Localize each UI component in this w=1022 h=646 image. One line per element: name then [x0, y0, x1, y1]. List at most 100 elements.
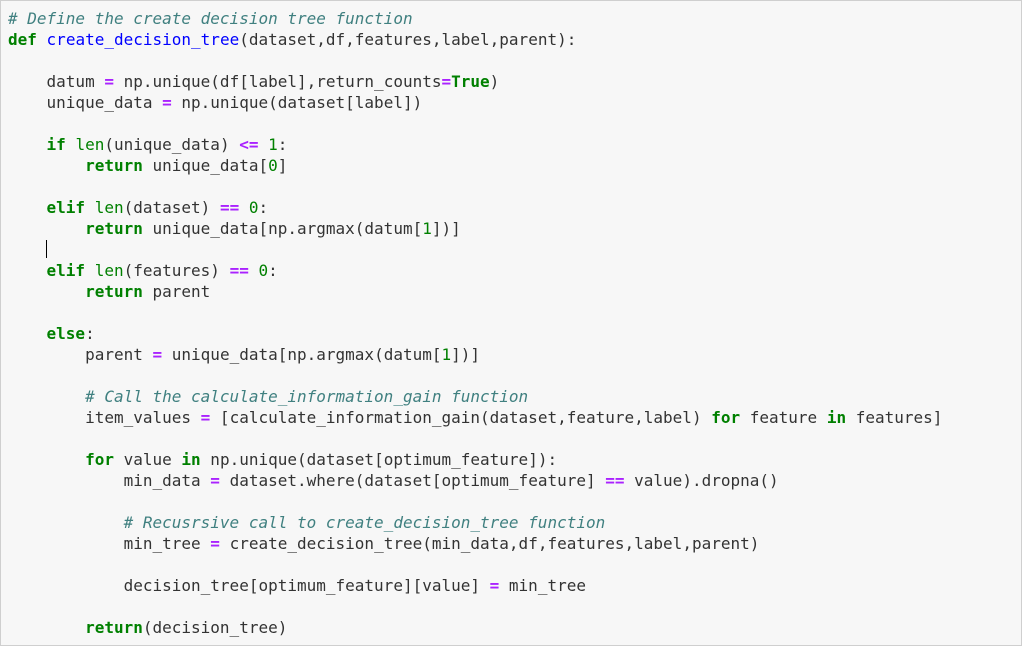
code-text: dataset.where(dataset[optimum_feature] — [219, 471, 606, 490]
code-text: (features) — [123, 261, 230, 280]
operator: == — [605, 471, 625, 490]
code-text: parent — [142, 282, 211, 301]
code-line-8: return unique_data[0] — [8, 155, 942, 176]
number: 0 — [268, 156, 278, 175]
code-editor[interactable]: # Define the create decision tree functi… — [8, 8, 942, 638]
code-text: (decision_tree) — [142, 618, 288, 637]
code-line-22: for value in np.unique(dataset[optimum_f… — [8, 449, 942, 470]
builtin: len — [94, 198, 124, 217]
operator: = — [210, 534, 220, 553]
keyword: for — [85, 450, 114, 469]
keyword: return — [85, 282, 143, 301]
code-text: ])] — [451, 345, 481, 364]
code-text: decision_tree[optimum_feature][value] — [123, 576, 490, 595]
operator: = — [489, 576, 500, 595]
code-line-6 — [8, 113, 942, 134]
code-line-29 — [8, 596, 942, 617]
code-text: : — [268, 261, 278, 280]
code-text: unique_data[np.argmax(datum[ — [162, 345, 442, 364]
builtin: len — [75, 135, 105, 154]
code-text: : — [277, 135, 288, 154]
code-line-5: unique_data = np.unique(dataset[label]) — [8, 92, 942, 113]
code-line-2: def create_decision_tree(dataset,df,feat… — [8, 29, 942, 50]
code-line-11: return unique_data[np.argmax(datum[1])] — [8, 218, 942, 239]
code-line-23: min_data = dataset.where(dataset[optimum… — [8, 470, 942, 491]
operator: <= — [239, 135, 259, 154]
number: 0 — [258, 261, 269, 280]
code-text: : — [85, 324, 95, 343]
operator: == — [229, 261, 249, 280]
keyword: else — [46, 324, 86, 343]
comment: # Recusrsive call to create_decision_tre… — [123, 513, 606, 532]
code-text: unique_data[ — [142, 156, 269, 175]
keyword: return — [85, 219, 143, 238]
code-line-15 — [8, 302, 942, 323]
code-line-12 — [8, 239, 942, 260]
code-text: create_decision_tree(min_data,df,feature… — [219, 534, 760, 553]
operator: == — [219, 198, 240, 217]
code-line-4: datum = np.unique(df[label],return_count… — [8, 71, 942, 92]
code-text: min_data — [123, 471, 211, 490]
code-line-20: item_values = [calculate_information_gai… — [8, 407, 942, 428]
keyword: def — [8, 30, 37, 49]
number: 1 — [441, 345, 452, 364]
text-cursor — [46, 240, 47, 258]
operator: = — [152, 345, 163, 364]
comment: # Call the calculate_information_gain fu… — [85, 387, 529, 406]
code-line-16: else: — [8, 323, 942, 344]
code-line-13: elif len(features) == 0: — [8, 260, 942, 281]
code-text: np.unique(dataset[optimum_feature]): — [200, 450, 558, 469]
code-line-28: decision_tree[optimum_feature][value] = … — [8, 575, 942, 596]
code-text: datum — [46, 72, 105, 91]
code-line-24 — [8, 491, 942, 512]
comment: # Define the create decision tree functi… — [8, 9, 413, 28]
code-line-30: return(decision_tree) — [8, 617, 942, 638]
code-line-26: min_tree = create_decision_tree(min_data… — [8, 533, 942, 554]
code-line-9 — [8, 176, 942, 197]
code-line-10: elif len(dataset) == 0: — [8, 197, 942, 218]
keyword: True — [451, 72, 490, 91]
code-text: unique_data[np.argmax(datum[ — [142, 219, 423, 238]
code-text: unique_data — [46, 93, 163, 112]
number: 1 — [422, 219, 432, 238]
code-text: (dataset) — [123, 198, 220, 217]
code-line-27 — [8, 554, 942, 575]
code-line-14: return parent — [8, 281, 942, 302]
code-text: feature — [740, 408, 827, 427]
operator: = — [210, 471, 220, 490]
code-text: min_tree — [499, 576, 586, 595]
code-text: ) — [489, 72, 500, 91]
keyword: in — [826, 408, 847, 427]
function-name: create_decision_tree — [46, 30, 240, 49]
code-text: value).dropna() — [624, 471, 779, 490]
code-text: [calculate_information_gain(dataset,feat… — [210, 408, 712, 427]
code-line-21 — [8, 428, 942, 449]
operator: = — [104, 72, 114, 91]
keyword: elif — [46, 198, 86, 217]
builtin: len — [94, 261, 124, 280]
code-text: min_tree — [123, 534, 211, 553]
code-text: (unique_data) — [104, 135, 240, 154]
code-line-19: # Call the calculate_information_gain fu… — [8, 386, 942, 407]
number: 1 — [268, 135, 278, 154]
code-line-7: if len(unique_data) <= 1: — [8, 134, 942, 155]
keyword: for — [711, 408, 741, 427]
code-text: np.unique(df[label],return_counts — [113, 72, 442, 91]
operator: = — [162, 93, 172, 112]
keyword: return — [85, 618, 143, 637]
operator: = — [441, 72, 452, 91]
keyword: return — [85, 156, 143, 175]
number: 0 — [248, 198, 259, 217]
code-text: : — [258, 198, 269, 217]
code-text: value — [113, 450, 182, 469]
code-line-25: # Recusrsive call to create_decision_tre… — [8, 512, 942, 533]
code-text: parent — [85, 345, 153, 364]
code-text: ])] — [431, 219, 461, 238]
code-text: np.unique(dataset[label]) — [171, 93, 423, 112]
code-line-3 — [8, 50, 942, 71]
code-line-18 — [8, 365, 942, 386]
code-text: (dataset,df,features,label,parent): — [239, 30, 577, 49]
code-line-1: # Define the create decision tree functi… — [8, 8, 942, 29]
keyword: in — [181, 450, 201, 469]
